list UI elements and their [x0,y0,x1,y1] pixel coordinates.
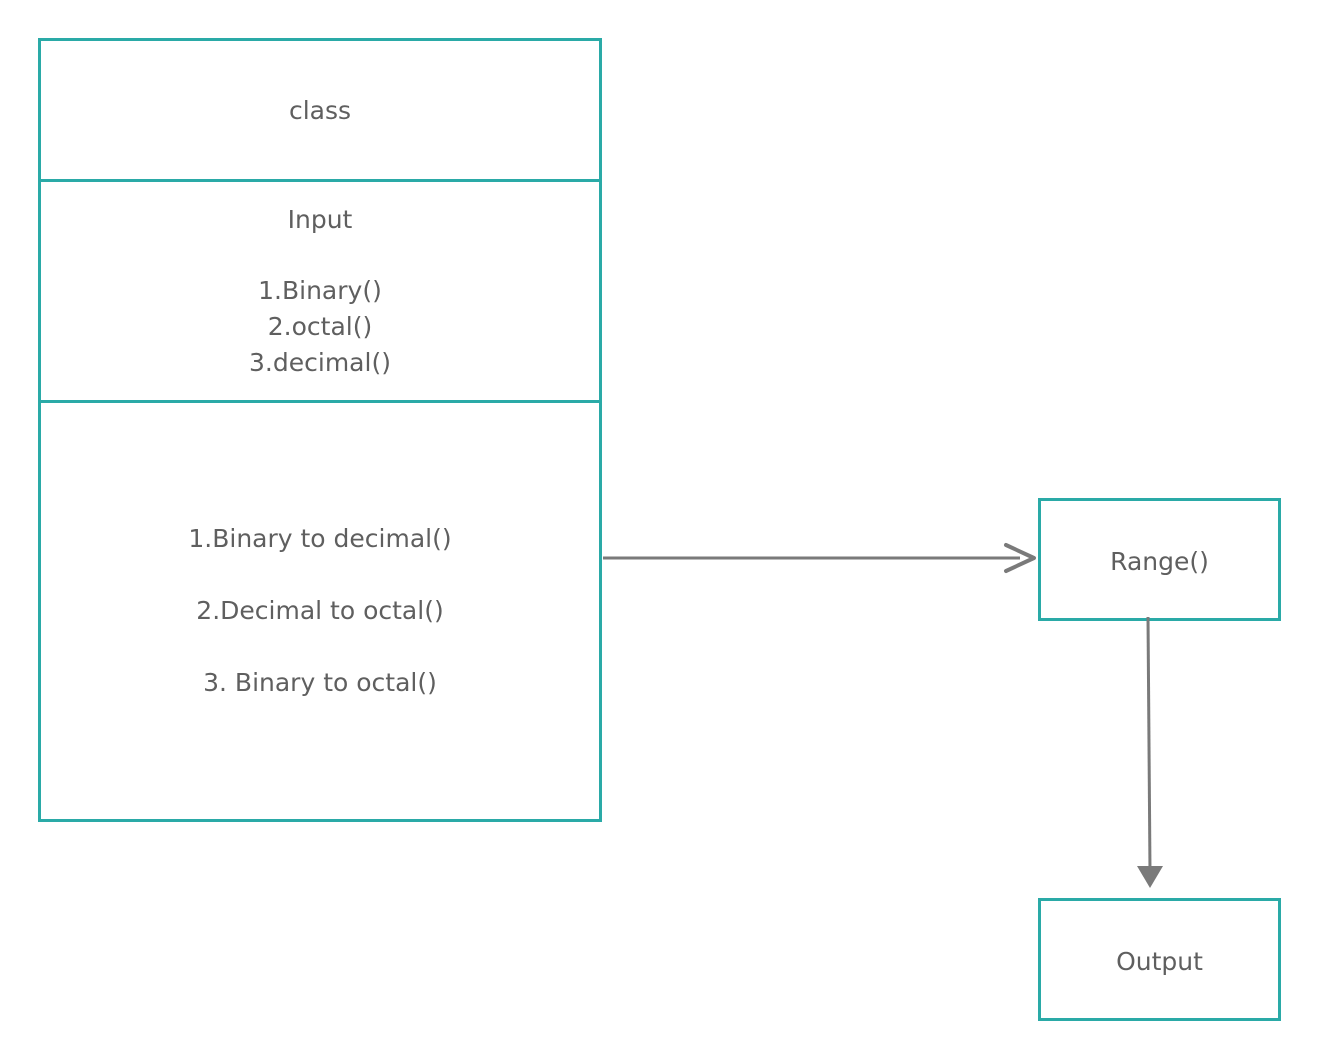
attributes-title: Input [287,205,353,234]
arrow-class-to-range [603,543,1036,573]
operation-binary-to-octal: 3. Binary to octal() [203,668,437,697]
arrow-class-to-range-head [1004,543,1036,573]
attribute-decimal: 3.decimal() [249,348,391,377]
arrow-range-to-output-line [1146,616,1152,873]
arrow-range-to-output-head [1137,866,1163,888]
class-box: class Input 1.Binary() 2.octal() 3.decim… [38,38,602,822]
output-label: Output [1116,947,1203,976]
arrow-range-to-output [1137,616,1163,888]
operation-decimal-to-octal: 2.Decimal to octal() [196,596,444,625]
class-operations-compartment: 1.Binary to decimal() 2.Decimal to octal… [41,403,599,822]
range-label: Range() [1110,547,1209,576]
class-name-compartment: class [41,41,599,182]
range-box: Range() [1038,498,1281,621]
attribute-binary: 1.Binary() [258,276,382,305]
attribute-octal: 2.octal() [267,312,373,341]
operation-binary-to-decimal: 1.Binary to decimal() [188,524,452,553]
class-name-label: class [288,96,352,125]
class-attributes-compartment: Input 1.Binary() 2.octal() 3.decimal() [41,182,599,403]
output-box: Output [1038,898,1281,1021]
